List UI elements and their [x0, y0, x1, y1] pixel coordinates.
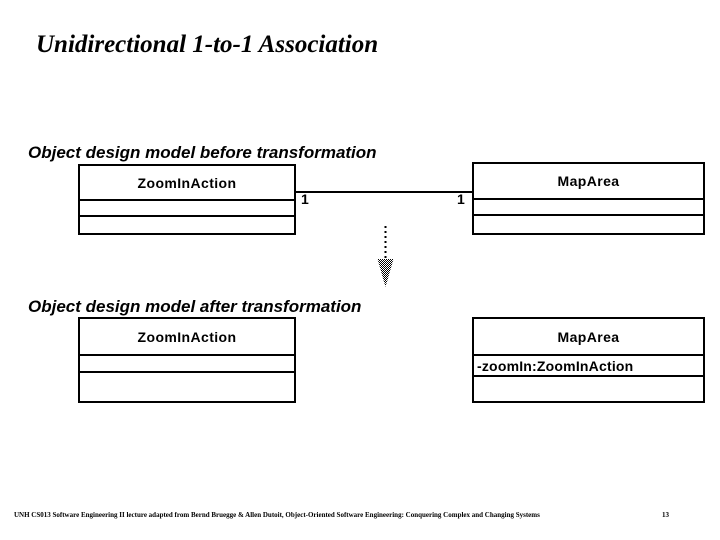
- class-name-label: ZoomInAction: [137, 174, 237, 191]
- class-name-compartment: MapArea: [474, 319, 703, 354]
- class-name-label: MapArea: [557, 328, 620, 345]
- section-caption-before: Object design model before transformatio…: [28, 143, 377, 162]
- class-operations-compartment: [80, 371, 294, 401]
- class-attributes-label: -zoomIn:ZoomInAction: [477, 357, 634, 374]
- class-name-compartment: ZoomInAction: [80, 166, 294, 199]
- class-name-label: MapArea: [557, 173, 620, 189]
- class-name-compartment: MapArea: [474, 164, 703, 198]
- class-name-compartment: ZoomInAction: [80, 319, 294, 354]
- class-attributes-compartment: -zoomIn:ZoomInAction: [474, 354, 703, 375]
- class-attributes-compartment: [80, 199, 294, 215]
- footer-credit: UNH CS013 Software Engineering II lectur…: [14, 511, 540, 519]
- class-attributes-compartment: [80, 354, 294, 371]
- class-operations-compartment: [474, 214, 703, 231]
- uml-class-maparea-after[interactable]: MapArea -zoomIn:ZoomInAction: [472, 317, 705, 403]
- class-name-label: ZoomInAction: [137, 328, 237, 345]
- class-operations-compartment: [80, 215, 294, 231]
- section-caption-after: Object design model after transformation: [28, 297, 362, 316]
- footer-page-number: 13: [662, 511, 669, 519]
- uml-class-zoominaction-before[interactable]: ZoomInAction: [78, 164, 296, 235]
- class-operations-compartment: [474, 375, 703, 401]
- uml-class-zoominaction-after[interactable]: ZoomInAction: [78, 317, 296, 403]
- association-line: [296, 191, 472, 193]
- multiplicity-target: 1: [457, 191, 465, 207]
- class-attributes-compartment: [474, 198, 703, 214]
- uml-class-maparea-before[interactable]: MapArea: [472, 162, 705, 235]
- multiplicity-source: 1: [301, 191, 309, 207]
- page-title: Unidirectional 1-to-1 Association: [36, 31, 379, 58]
- transformation-arrow-icon: [377, 226, 394, 287]
